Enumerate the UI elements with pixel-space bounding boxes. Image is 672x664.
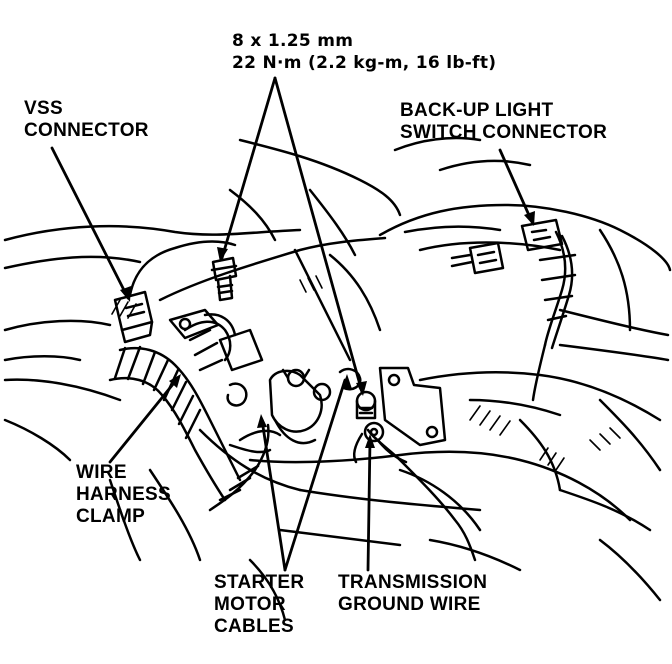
- bolt-spec-label: 8 x 1.25 mm 22 N·m (2.2 kg-m, 16 lb-ft): [232, 30, 496, 74]
- wire-label-line1: WIRE: [76, 462, 127, 483]
- arrowhead-backup: [524, 211, 535, 226]
- backup-label-line1: BACK-UP LIGHT: [400, 100, 554, 121]
- wire-harness-clamp-label: WIRE HARNESS CLAMP: [76, 462, 171, 528]
- ground-label-line1: TRANSMISSION: [338, 572, 488, 593]
- shading-hatch: [111, 275, 621, 471]
- vss-label-line1: VSS: [24, 98, 63, 119]
- ground-label-line2: GROUND WIRE: [338, 594, 481, 615]
- leader-spec-to-lower-bolt: [273, 76, 364, 394]
- vss-connector-label: VSS CONNECTOR: [24, 98, 149, 142]
- bolt-size-text: 8 x 1.25 mm: [232, 31, 354, 51]
- harness-clamp: [168, 308, 264, 407]
- starter-label-line1: STARTER: [214, 572, 305, 593]
- bolt-torque-text: 22 N·m (2.2 kg-m, 16 lb-ft): [232, 53, 497, 73]
- leader-backup: [498, 148, 534, 224]
- leader-ground: [366, 438, 372, 572]
- leader-spec-to-upper-bolt: [220, 76, 277, 260]
- mounting-bolt-upper: [210, 256, 238, 302]
- wire-label-line3: CLAMP: [76, 506, 146, 527]
- backup-light-connector: [450, 218, 577, 402]
- backup-label-line2: SWITCH CONNECTOR: [400, 122, 608, 143]
- leader-lines: [50, 76, 534, 572]
- transmission-housing: [3, 136, 672, 622]
- starter-terminal: [268, 367, 362, 445]
- ground-wire: [353, 421, 477, 562]
- leader-starter-right: [283, 378, 347, 572]
- arrowhead-upper-bolt: [217, 247, 228, 262]
- wire-label-line2: HARNESS: [76, 484, 172, 505]
- transmission-ground-wire-label: TRANSMISSION GROUND WIRE: [338, 572, 487, 616]
- arrowhead-ground: [365, 434, 375, 448]
- arrowhead-starter-left: [257, 414, 267, 428]
- arrowheads: [120, 211, 535, 448]
- arrowhead-vss: [120, 286, 131, 302]
- leader-starter-left: [260, 418, 287, 572]
- arrowhead-wire-clamp: [169, 374, 181, 388]
- arrowhead-lower-bolt: [356, 381, 367, 396]
- leader-vss: [50, 146, 130, 300]
- leader-wire-clamp: [108, 376, 180, 464]
- starter-motor-cables-label: STARTER MOTOR CABLES: [214, 572, 304, 638]
- mounting-bolt-lower: [355, 390, 377, 420]
- starter-label-line2: MOTOR: [214, 594, 286, 615]
- vss-label-line2: CONNECTOR: [24, 120, 149, 141]
- backup-light-label: BACK-UP LIGHT SWITCH CONNECTOR: [400, 100, 607, 144]
- arrowhead-starter-right: [342, 374, 352, 389]
- mounting-bracket: [378, 366, 447, 447]
- vss-connector: [113, 240, 237, 344]
- starter-label-line3: CABLES: [214, 616, 294, 637]
